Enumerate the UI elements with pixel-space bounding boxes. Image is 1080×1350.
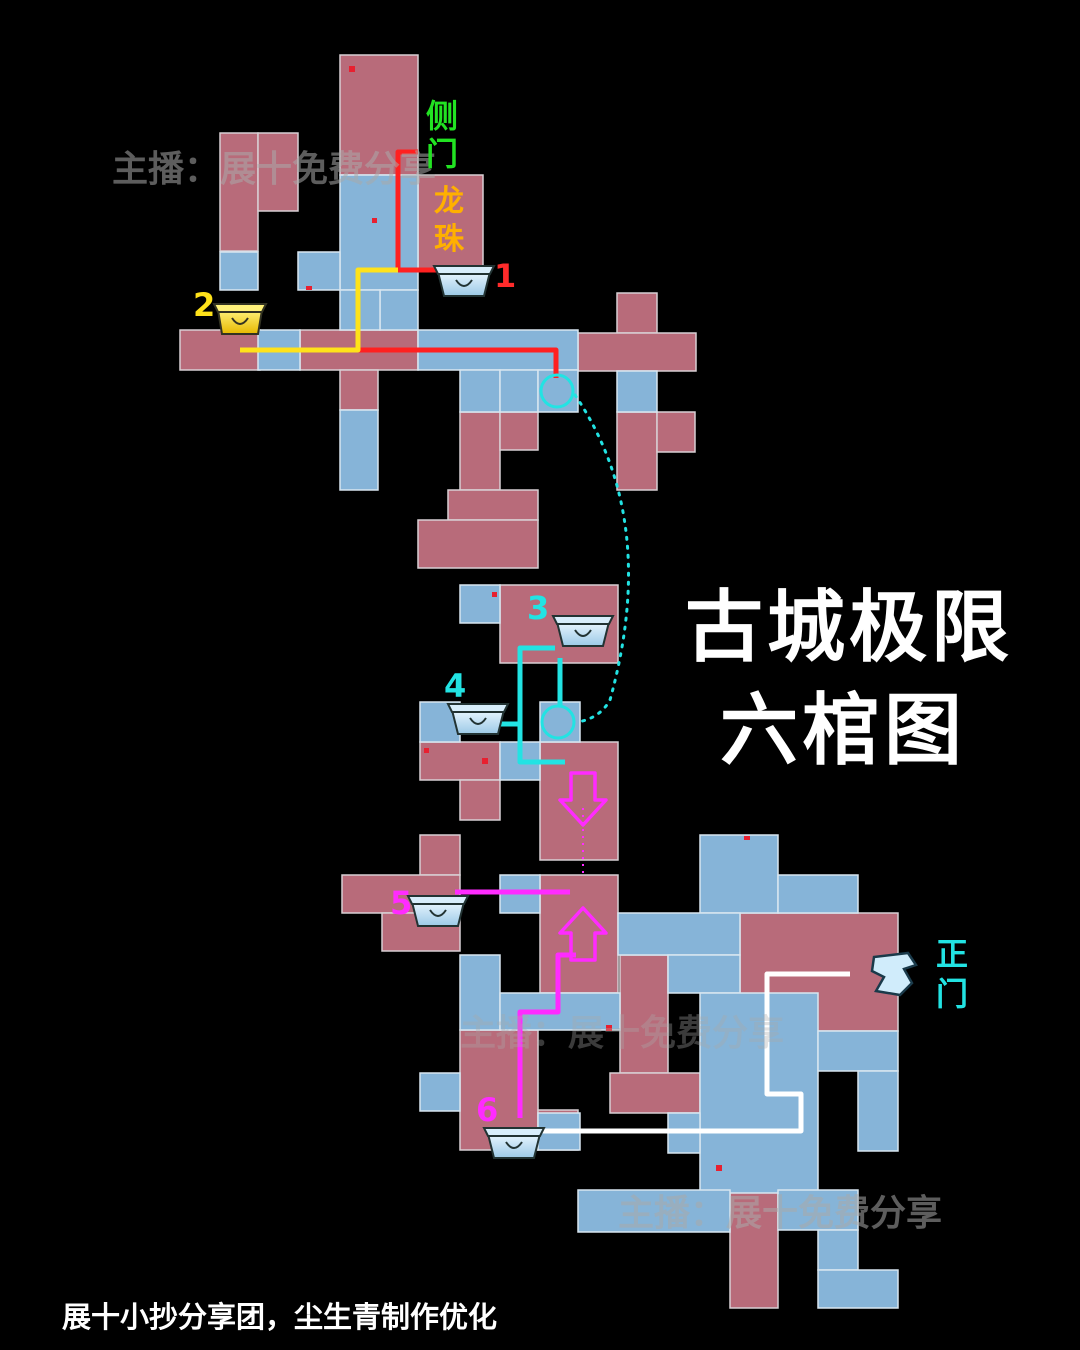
path-cyan — [500, 373, 631, 765]
map-title-line1: 古城极限 — [685, 583, 1014, 673]
main-door-label-2: 门 — [936, 975, 969, 1013]
side-door-label-2: 门 — [426, 135, 459, 173]
path-red — [358, 149, 559, 378]
coffin-number-4: 4 — [444, 667, 467, 705]
coffin-icon-1 — [432, 265, 496, 297]
watermark-top: 主播：展十免费分享 — [112, 149, 437, 190]
coffin-icon-6 — [482, 1127, 546, 1159]
coffin-icon-4 — [446, 703, 510, 735]
side-door-label-1: 侧 — [426, 97, 459, 135]
main-door-icon — [870, 951, 918, 997]
coffin-number-5: 5 — [390, 884, 413, 922]
coffin-icon-5 — [406, 895, 470, 927]
dragon-orb-label-2: 珠 — [434, 222, 464, 257]
coffin-number-1: 1 — [494, 257, 517, 295]
coffin-icon-3 — [551, 615, 615, 647]
coffin-number-6: 6 — [476, 1091, 499, 1129]
path-magenta — [455, 771, 608, 1118]
dragon-orb-label-1: 龙 — [434, 184, 464, 219]
coffin-number-3: 3 — [527, 589, 550, 627]
path-yellow — [240, 267, 398, 353]
red-markers — [306, 66, 750, 1171]
watermark-bottom: 主播：展十免费分享 — [618, 1193, 943, 1234]
main-door-label-1: 正 — [936, 935, 969, 973]
map-title-line2: 六棺图 — [720, 686, 967, 776]
rooms-blue — [219, 174, 899, 1309]
coffin-icon-2 — [212, 303, 268, 335]
coffin-number-2: 2 — [193, 286, 216, 324]
credit-text: 展十小抄分享团，尘生青制作优化 — [62, 1300, 498, 1334]
path-white — [540, 971, 850, 1134]
watermark-middle: 主播：展十免费分享 — [460, 1013, 785, 1054]
